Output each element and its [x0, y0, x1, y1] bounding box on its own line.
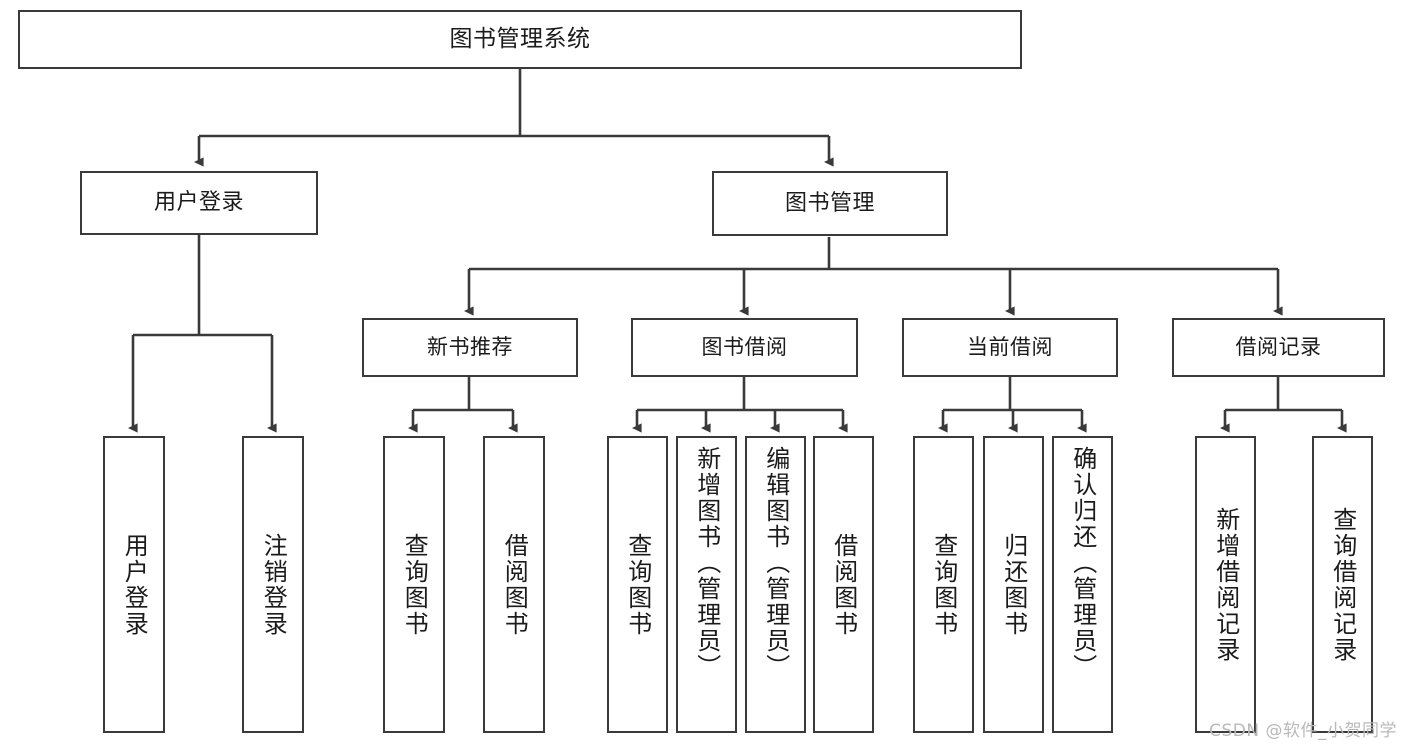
leaf-user-login[interactable]: 用户登录 — [103, 436, 165, 733]
leaf-borrow-add-book-admin[interactable]: 新增图书（管理员） — [676, 436, 737, 733]
leaf-current-return-book[interactable]: 归还图书 — [983, 436, 1044, 733]
node-label: 归还图书 — [999, 532, 1028, 637]
leaf-user-logout[interactable]: 注销登录 — [242, 436, 304, 733]
node-label: 用户登录 — [120, 532, 149, 637]
node-borrow-record[interactable]: 借阅记录 — [1172, 318, 1385, 377]
node-label: 借阅图书 — [829, 532, 858, 637]
node-label: 查询图书 — [400, 532, 429, 637]
watermark-text: CSDN @软件_小贺同学 — [1209, 721, 1397, 741]
node-label: 新书推荐 — [427, 335, 513, 360]
leaf-record-query-record[interactable]: 查询借阅记录 — [1312, 436, 1373, 733]
node-current-borrow[interactable]: 当前借阅 — [902, 318, 1118, 377]
leaf-newbook-borrow-book[interactable]: 借阅图书 — [483, 436, 545, 733]
node-root-system[interactable]: 图书管理系统 — [18, 10, 1022, 69]
leaf-record-add-record[interactable]: 新增借阅记录 — [1195, 436, 1256, 733]
node-label: 图书借阅 — [701, 335, 788, 360]
node-label: 图书管理系统 — [449, 25, 591, 52]
node-label: 当前借阅 — [967, 335, 1053, 360]
node-new-book-recommend[interactable]: 新书推荐 — [362, 318, 578, 377]
node-label: 查询借阅记录 — [1328, 506, 1357, 663]
node-book-management[interactable]: 图书管理 — [712, 171, 948, 236]
leaf-borrow-query-book[interactable]: 查询图书 — [607, 436, 668, 733]
node-label: 借阅图书 — [500, 532, 529, 637]
node-book-borrow[interactable]: 图书借阅 — [631, 318, 858, 377]
node-label: 用户登录 — [153, 190, 244, 216]
leaf-borrow-borrow-book[interactable]: 借阅图书 — [813, 436, 874, 733]
node-label: 查询图书 — [929, 532, 958, 637]
leaf-newbook-query-book[interactable]: 查询图书 — [383, 436, 445, 733]
node-label: 新增借阅记录 — [1211, 506, 1240, 663]
node-label: 查询图书 — [623, 532, 652, 637]
node-label: 注销登录 — [259, 532, 288, 637]
node-label: 借阅记录 — [1235, 335, 1322, 360]
node-label: 确认归还（管理员） — [1068, 446, 1097, 680]
node-label: 图书管理 — [784, 190, 875, 216]
node-user-login[interactable]: 用户登录 — [80, 171, 318, 235]
leaf-current-query-book[interactable]: 查询图书 — [913, 436, 974, 733]
node-label: 新增图书（管理员） — [692, 446, 721, 680]
leaf-current-confirm-return-admin[interactable]: 确认归还（管理员） — [1052, 436, 1113, 733]
leaf-borrow-edit-book-admin[interactable]: 编辑图书（管理员） — [745, 436, 806, 733]
node-label: 编辑图书（管理员） — [761, 446, 790, 680]
